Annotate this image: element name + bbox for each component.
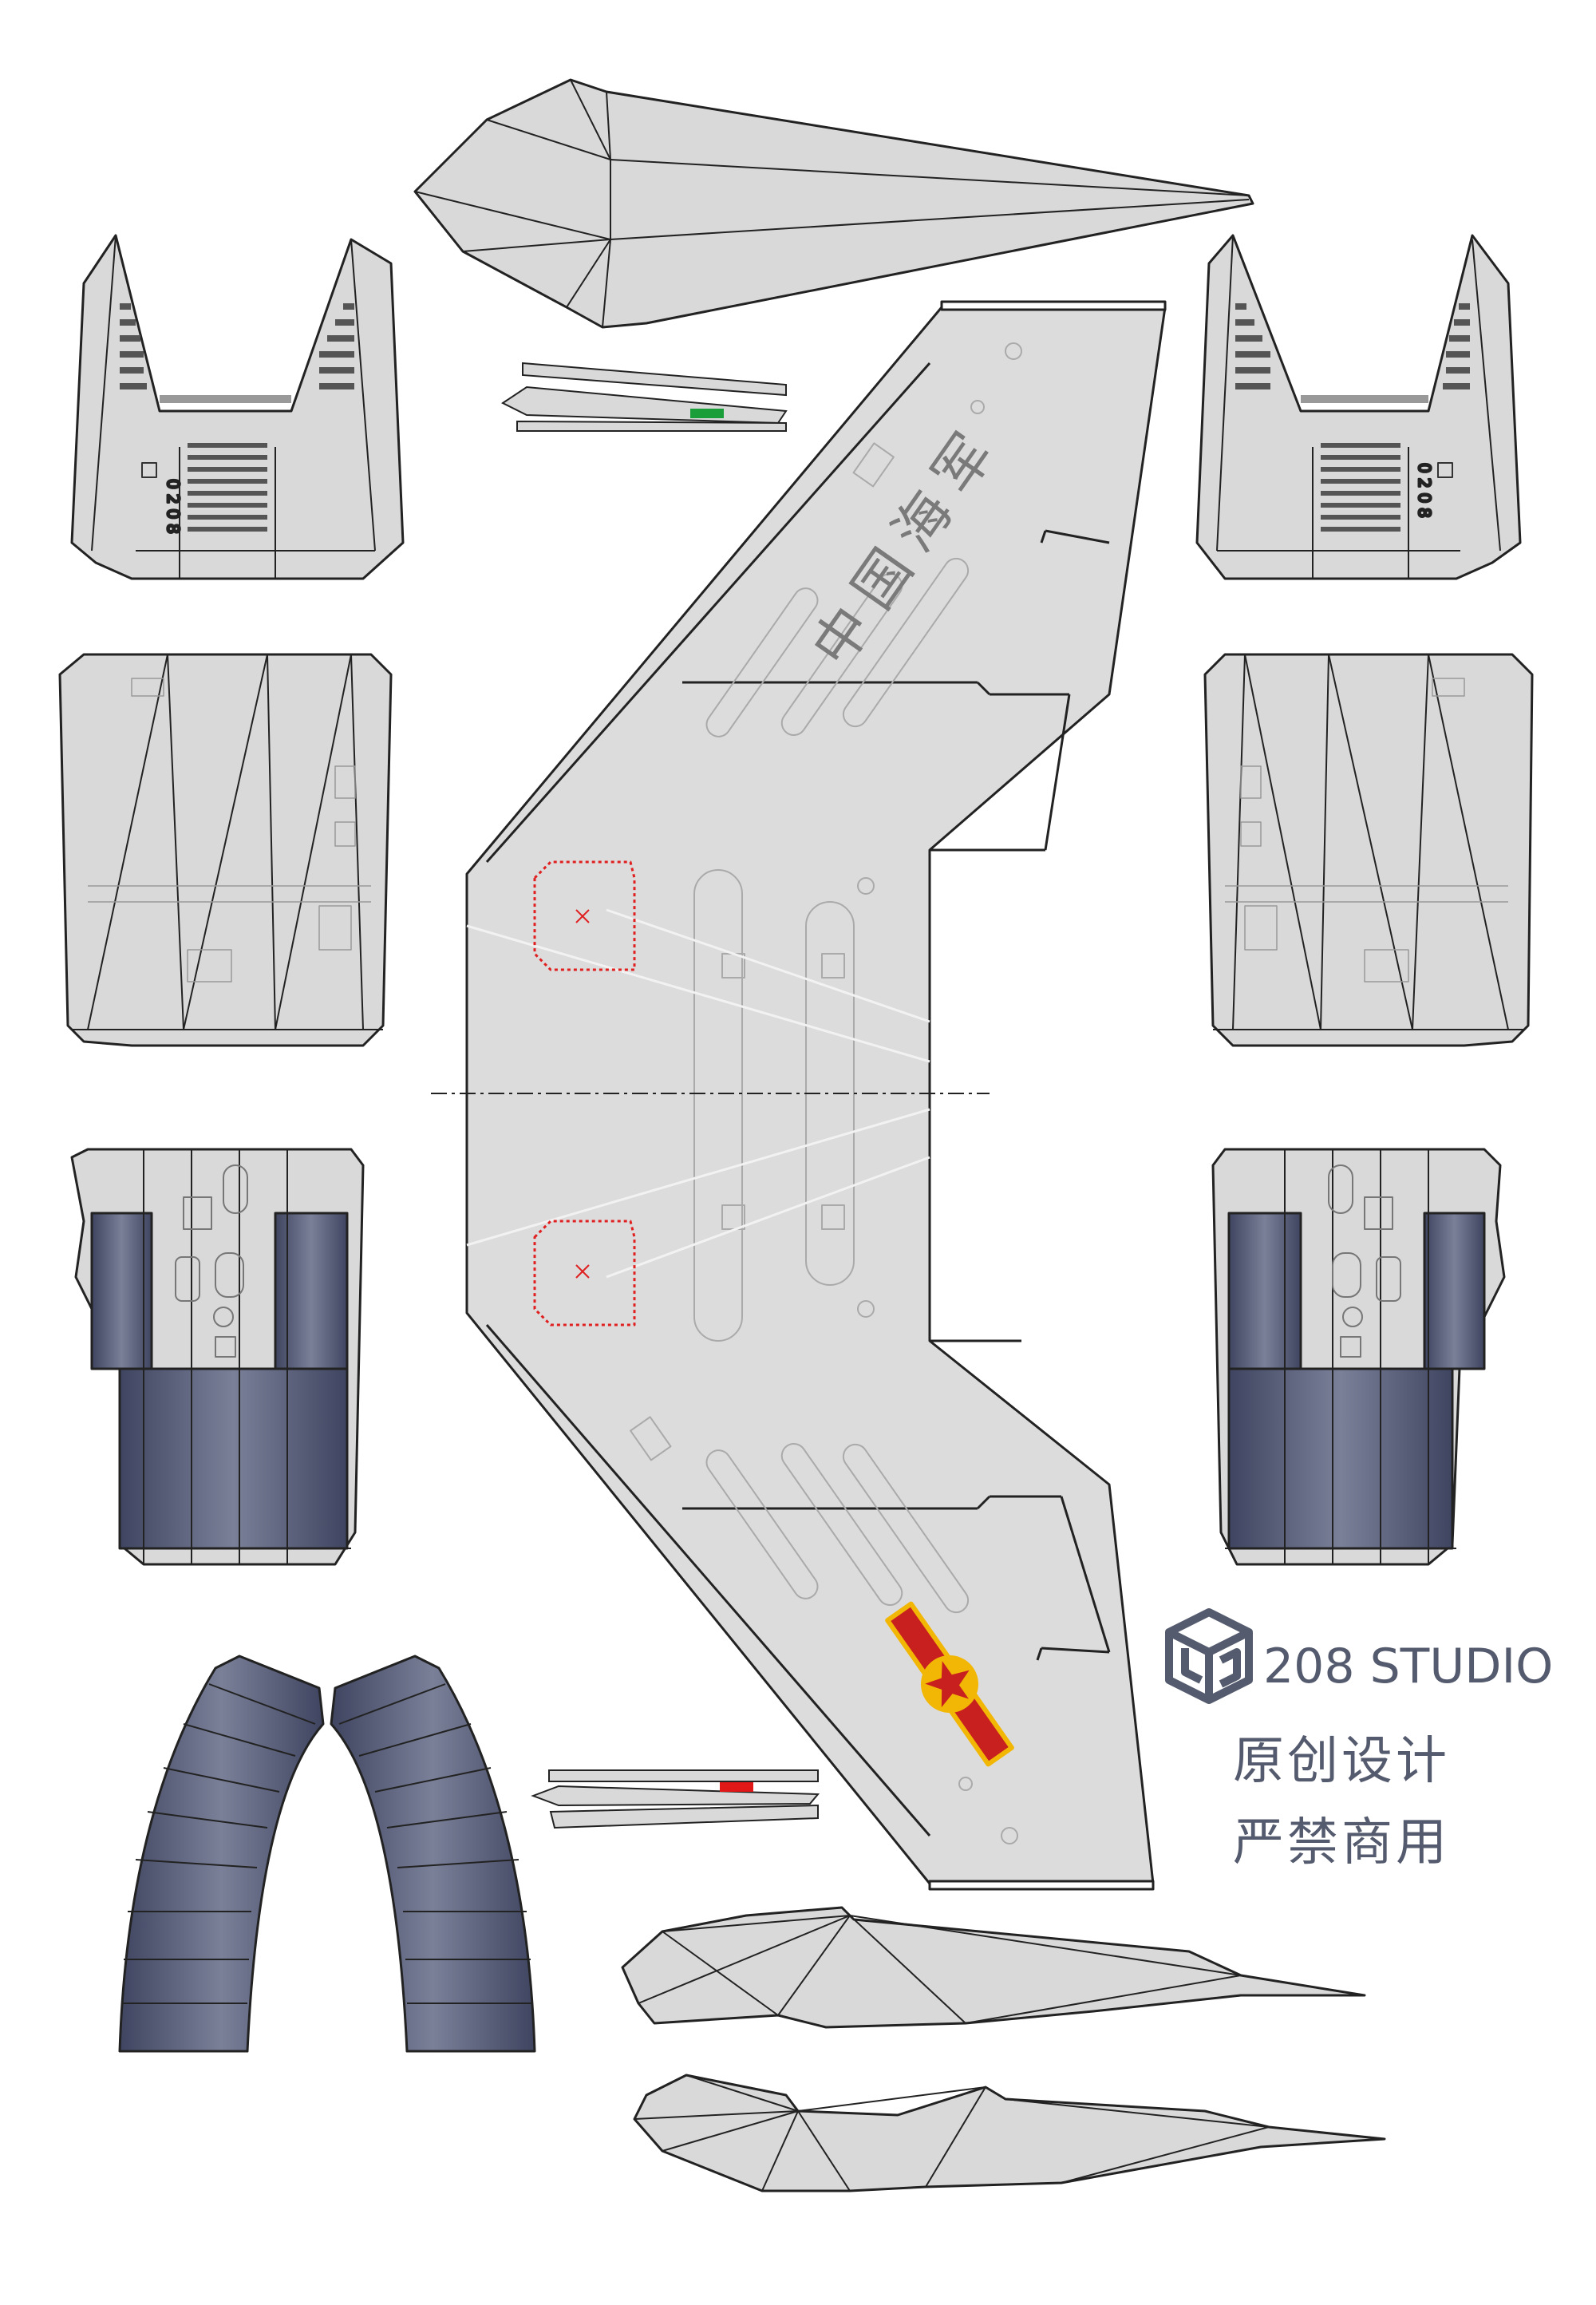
intake-part-right: 0208 <box>1195 234 1522 580</box>
nose-cone-part <box>413 78 1254 329</box>
studio-notice-line1: 原创设计 <box>1233 1732 1450 1791</box>
fuselage-lower-left <box>70 1148 365 1566</box>
green-mark-icon <box>690 409 724 418</box>
fuselage-lower-right <box>1211 1148 1506 1566</box>
main-wing-part: 中国海军 <box>431 300 1167 1891</box>
plan-navy-star-bar-insignia-icon <box>885 1601 1014 1767</box>
intake-part-left: 0208 <box>70 234 405 580</box>
fin-part-lower <box>633 2074 1386 2192</box>
208-studio-cube-logo-icon <box>1165 1608 1253 1704</box>
tail-strip-lower-part <box>531 1769 820 1829</box>
fin-part-upper <box>621 1906 1366 2029</box>
fuselage-panel-right <box>1203 653 1534 1047</box>
tail-strip-upper-part <box>501 362 788 432</box>
hull-number-left: 0208 <box>164 479 183 539</box>
hull-number-right: 0208 <box>1415 463 1434 523</box>
cut-out-marks <box>533 860 636 1326</box>
curved-strip-right <box>330 1655 536 2053</box>
studio-name: 208 STUDIO <box>1263 1639 1553 1694</box>
studio-notice-line2: 严禁商用 <box>1233 1813 1450 1872</box>
curved-strip-left <box>118 1655 325 2053</box>
fuselage-panel-left <box>58 653 393 1047</box>
red-mark-icon <box>720 1782 753 1792</box>
